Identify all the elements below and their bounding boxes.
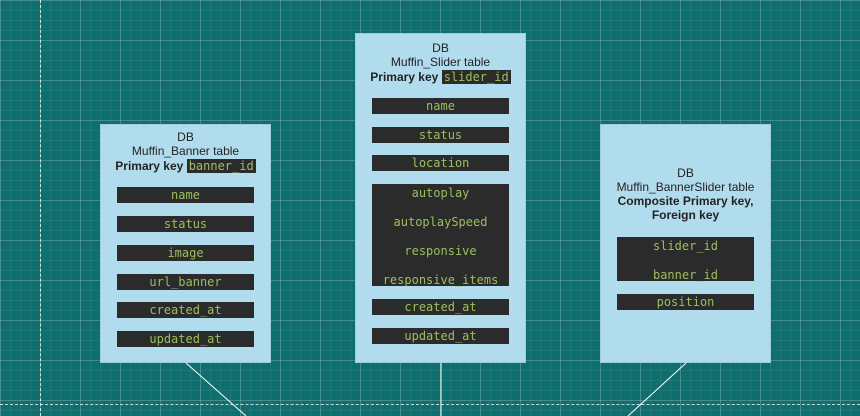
slider-db-label: DB	[432, 41, 449, 55]
banner-slider-key-group[interactable]: slider_id banner_id	[617, 237, 754, 282]
banner-field-created-at[interactable]: created_at	[117, 302, 254, 318]
slider-field-created-at[interactable]: created_at	[372, 299, 509, 315]
banner-slider-table-card[interactable]: DB Muffin_BannerSlider table Composite P…	[600, 124, 771, 363]
banner-slider-field-position[interactable]: position	[617, 294, 754, 310]
banner-field-updated-at[interactable]: updated_at	[117, 331, 254, 347]
vertical-guide-line	[40, 0, 41, 416]
slider-field-autoplay-speed[interactable]: autoplaySpeed	[393, 215, 488, 229]
slider-field-autoplay[interactable]: autoplay	[411, 186, 470, 200]
slider-primary-key: Primary key slider_id	[356, 69, 525, 85]
slider-field-location[interactable]: location	[372, 155, 509, 171]
slider-autoplay-group[interactable]: autoplay autoplaySpeed responsive respon…	[372, 184, 509, 287]
banner-field-name[interactable]: name	[117, 187, 254, 203]
slider-field-updated-at[interactable]: updated_at	[372, 328, 509, 344]
slider-table-name: Muffin_Slider table	[390, 55, 491, 69]
horizontal-guide-line	[0, 404, 860, 405]
banner-slider-field-banner-id[interactable]: banner_id	[652, 268, 719, 282]
banner-slider-field-slider-id[interactable]: slider_id	[652, 239, 719, 253]
slider-pk-label: Primary key	[370, 70, 439, 84]
banner-slider-db-label: DB	[677, 166, 694, 180]
connector-banner-slider	[627, 362, 687, 416]
banner-pk-field[interactable]: banner_id	[186, 159, 256, 173]
slider-field-responsive-items[interactable]: responsive_items	[382, 273, 499, 287]
banner-primary-key: Primary key banner_id	[101, 158, 270, 174]
banner-slider-key-label-1: Composite Primary key,	[617, 194, 754, 208]
banner-field-url-banner[interactable]: url_banner	[117, 274, 254, 290]
banner-table-name: Muffin_Banner table	[131, 144, 240, 158]
banner-slider-key-label-2: Foreign key	[651, 208, 720, 222]
banner-table-card[interactable]: DB Muffin_Banner table Primary key banne…	[100, 124, 271, 363]
banner-field-image[interactable]: image	[117, 245, 254, 261]
connector-banner	[185, 362, 247, 416]
slider-table-card[interactable]: DB Muffin_Slider table Primary key slide…	[355, 33, 526, 363]
banner-field-status[interactable]: status	[117, 216, 254, 232]
banner-pk-label: Primary key	[115, 159, 184, 173]
slider-pk-field[interactable]: slider_id	[441, 70, 511, 84]
banner-slider-table-name: Muffin_BannerSlider table	[616, 180, 755, 194]
slider-field-name[interactable]: name	[372, 98, 509, 114]
banner-db-label: DB	[177, 130, 194, 144]
slider-field-status[interactable]: status	[372, 127, 509, 143]
slider-field-responsive[interactable]: responsive	[404, 244, 477, 258]
